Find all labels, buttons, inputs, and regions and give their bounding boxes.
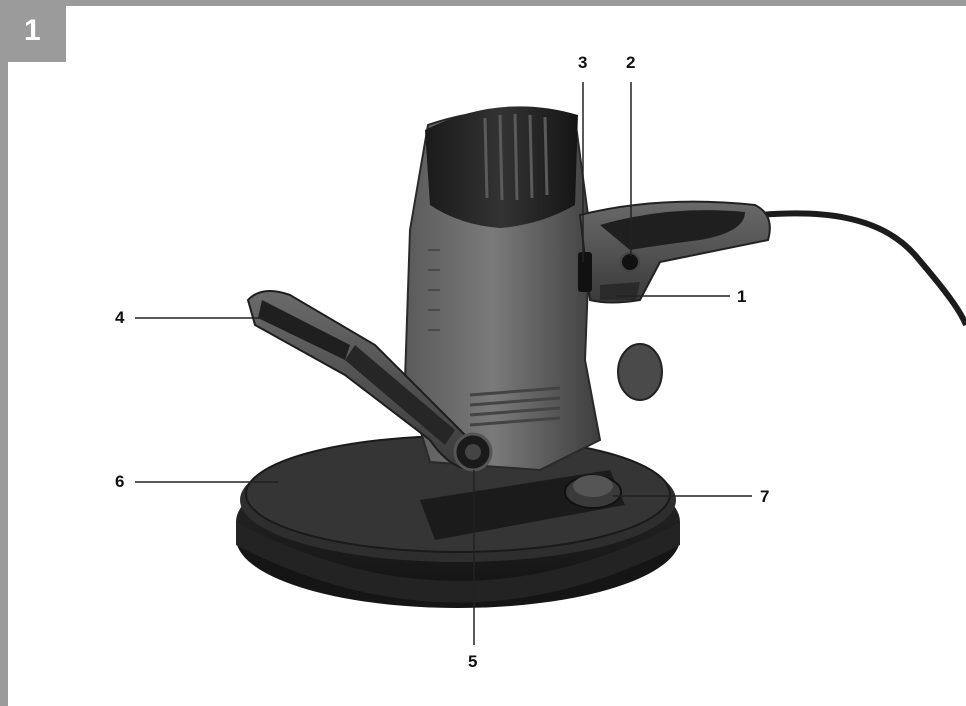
dust-duct [420, 470, 625, 540]
callout-3: 3 [578, 53, 588, 72]
callout-6: 6 [115, 472, 125, 491]
lock-button [620, 252, 640, 272]
callout-2: 2 [626, 53, 636, 72]
frame-top-border [0, 0, 966, 6]
power-cord [759, 210, 966, 327]
frame-left-border [0, 0, 8, 706]
callout-4: 4 [115, 308, 125, 327]
handle-knob [453, 432, 493, 472]
exhaust-port [617, 343, 663, 401]
on-off-switch [578, 252, 592, 292]
callout-7: 7 [760, 487, 770, 506]
callout-1: 1 [737, 287, 747, 306]
motor-housing [403, 106, 602, 472]
figure-number-badge: 1 [0, 0, 66, 62]
callout-5: 5 [468, 652, 478, 671]
leader-lines [135, 82, 752, 645]
rear-handle [578, 200, 771, 304]
